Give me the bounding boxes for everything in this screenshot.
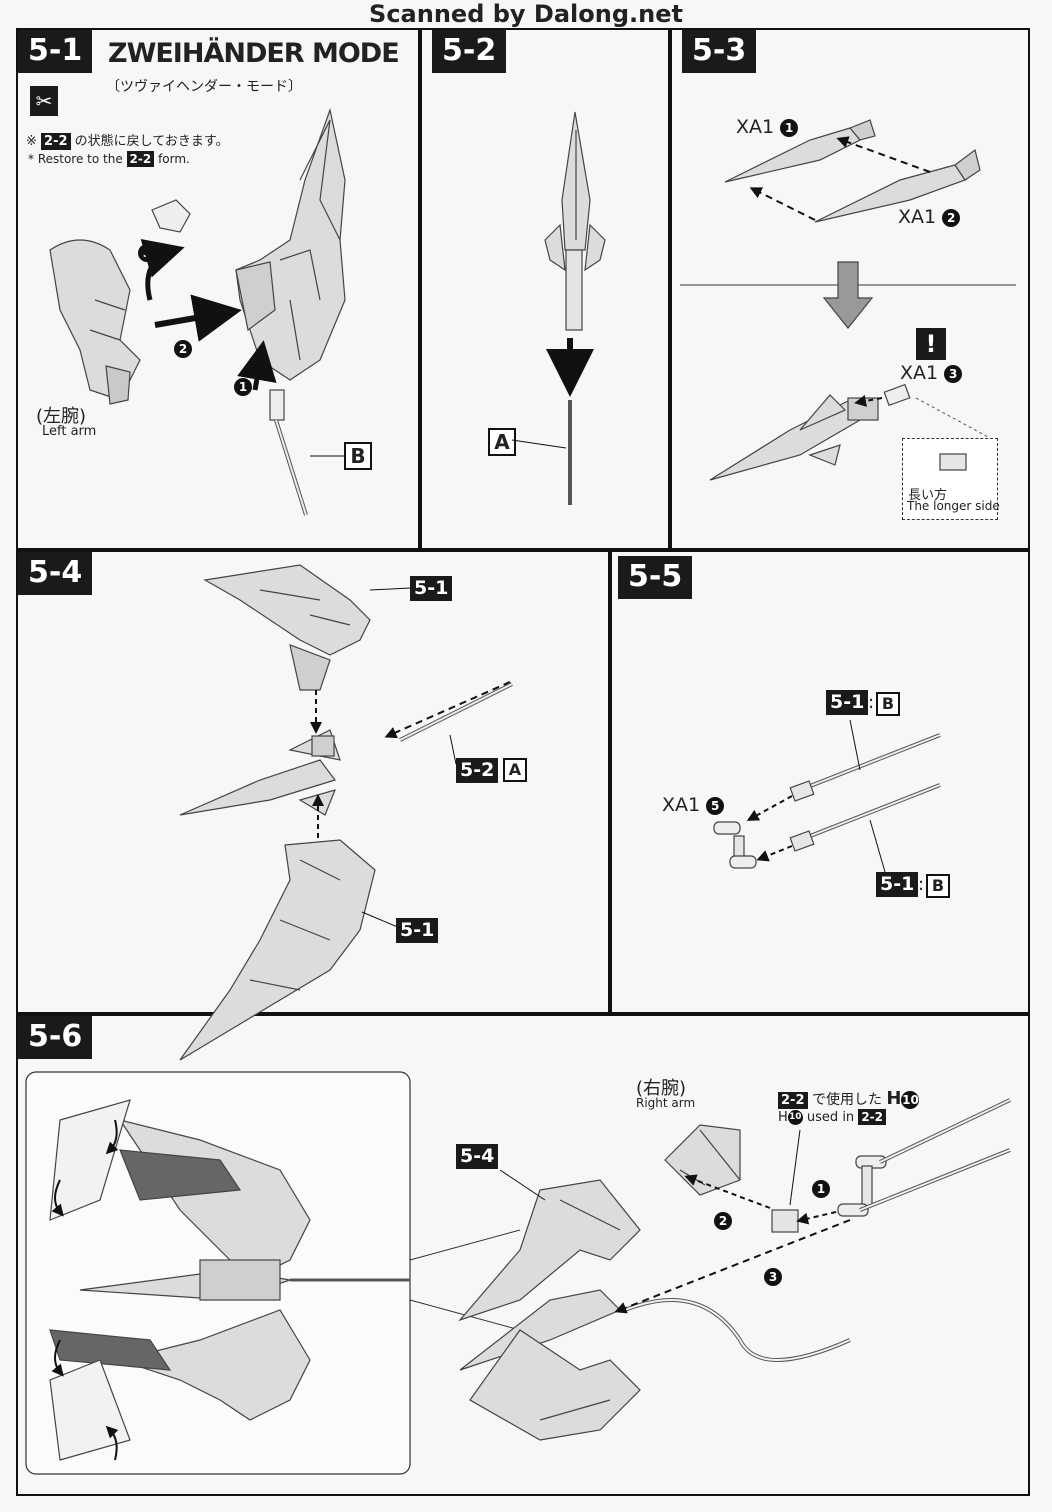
step-number-5-5: 5-5 <box>618 556 693 599</box>
wing-5-1-bottom <box>179 839 376 1061</box>
step-number-5-1: 5-1 <box>18 30 93 73</box>
caution-mark-icon: ✂ <box>30 86 58 116</box>
step-subtitle: 〔ツヴァイヘンダー・モード〕 <box>106 79 302 95</box>
sword-blade-5-2 <box>544 111 606 331</box>
colon-2: : <box>918 874 925 895</box>
step-number-5-6: 5-6 <box>18 1016 93 1059</box>
xa1-piece-1 <box>724 119 876 183</box>
arrow-num-5-6-2: 2 <box>714 1212 732 1230</box>
ref-2-2-en: 2-2 <box>126 151 155 167</box>
panel-5-3 <box>668 28 1030 552</box>
zweihander-detail <box>49 1099 410 1461</box>
part-xa1-5: XA1 5 <box>662 794 725 816</box>
panel-5-2 <box>418 28 672 552</box>
ref-5-1-top: 5-1 <box>410 576 453 601</box>
longer-side-jp: 長い方 <box>908 488 948 503</box>
used-part-note-jp: 2-2 で使用した H10 <box>778 1088 920 1109</box>
arrow-num-5-6-3: 3 <box>764 1268 782 1286</box>
right-arm-illustration <box>664 1124 741 1196</box>
xa1-piece-2 <box>814 148 981 223</box>
ref-5-2: 5-2 <box>456 758 499 783</box>
ref-2-2: 2-2 <box>41 133 71 150</box>
part-xa1-3: XA1 3 <box>900 362 963 384</box>
arrow-num-5-1-2: 2 <box>174 340 192 358</box>
panel-5-6 <box>16 1012 1030 1496</box>
right-arm-label-jp: (右腕) <box>636 1078 687 1099</box>
step-title: ZWEIHÄNDER MODE <box>108 38 400 69</box>
combined-sword-5-3 <box>709 394 879 481</box>
part-A-ref: A <box>503 758 527 782</box>
arrow-num-5-6-1: 1 <box>812 1180 830 1198</box>
scanner-credit: Scanned by Dalong.net <box>369 0 683 28</box>
longer-side-box <box>902 438 998 520</box>
step-number-5-3: 5-3 <box>682 30 757 73</box>
part-xa1-1: XA1 1 <box>736 116 799 138</box>
left-arm-illustration <box>49 239 141 405</box>
ref-5-1-b-bottom: 5-1 <box>876 872 919 897</box>
part-B-ref-top: B <box>876 692 900 716</box>
right-arm-label-en: Right arm <box>636 1096 696 1110</box>
panel-5-5 <box>608 548 1030 1016</box>
used-part-note-en: H10 used in 2-2 <box>778 1109 886 1125</box>
part-xa1-2: XA1 2 <box>898 206 961 228</box>
ref-5-4: 5-4 <box>456 1144 499 1169</box>
restore-note-jp: ※ 2-2 の状態に戻しておきます。 <box>26 133 229 150</box>
wing-binder-5-1 <box>235 107 346 381</box>
step-number-5-4: 5-4 <box>18 552 93 595</box>
part-B-ref-bottom: B <box>926 874 950 898</box>
caution-icon: ! <box>916 328 946 360</box>
assembly-5-4 <box>458 1179 641 1441</box>
panel-5-4 <box>16 548 612 1016</box>
part-A-label: A <box>488 428 516 456</box>
sword-5-4 <box>179 729 341 816</box>
panel-5-1 <box>16 28 422 552</box>
wing-5-1-top <box>203 564 371 691</box>
restore-note-en: * Restore to the 2-2 form. <box>28 151 190 167</box>
step-number-5-2: 5-2 <box>432 30 507 73</box>
ref-5-1-b-top: 5-1 <box>826 690 869 715</box>
left-arm-label-jp: (左腕) <box>36 406 87 427</box>
colon: : <box>868 692 875 713</box>
longer-side-en: The longer side <box>907 499 1000 513</box>
ref-5-1-bottom: 5-1 <box>396 918 439 943</box>
left-arm-label-en: Left arm <box>42 424 97 439</box>
connector-xa1-5 <box>713 821 757 869</box>
